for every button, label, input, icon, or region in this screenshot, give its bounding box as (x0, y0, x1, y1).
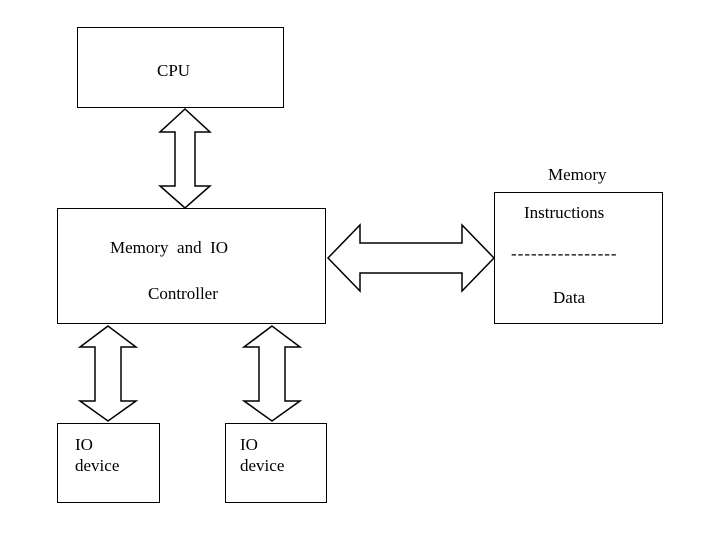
io-device-1-label-line2: device (75, 456, 120, 475)
controller-io1-arrow (77, 325, 139, 422)
memory-data-label: Data (553, 288, 586, 307)
io-device-box-1 (57, 423, 160, 503)
controller-memory-arrow (326, 223, 496, 293)
io-device-1-label-line1: IO (75, 435, 93, 454)
memory-box (494, 192, 663, 324)
io-device-2-label-line2: device (240, 456, 285, 475)
io-device-box-2 (225, 423, 327, 503)
controller-label-line1: Memory and IO (110, 238, 229, 257)
cpu-box (77, 27, 284, 108)
memory-separator: ---------------- (511, 244, 618, 263)
memory-io-controller-box (57, 208, 326, 324)
memory-instructions-label: Instructions (524, 203, 605, 222)
cpu-label: CPU (157, 61, 191, 80)
io-device-2-label-line1: IO (240, 435, 258, 454)
controller-label-line2: Controller (148, 284, 218, 303)
controller-io2-arrow (241, 325, 303, 422)
cpu-controller-arrow (158, 107, 212, 209)
memory-title: Memory (548, 165, 607, 184)
